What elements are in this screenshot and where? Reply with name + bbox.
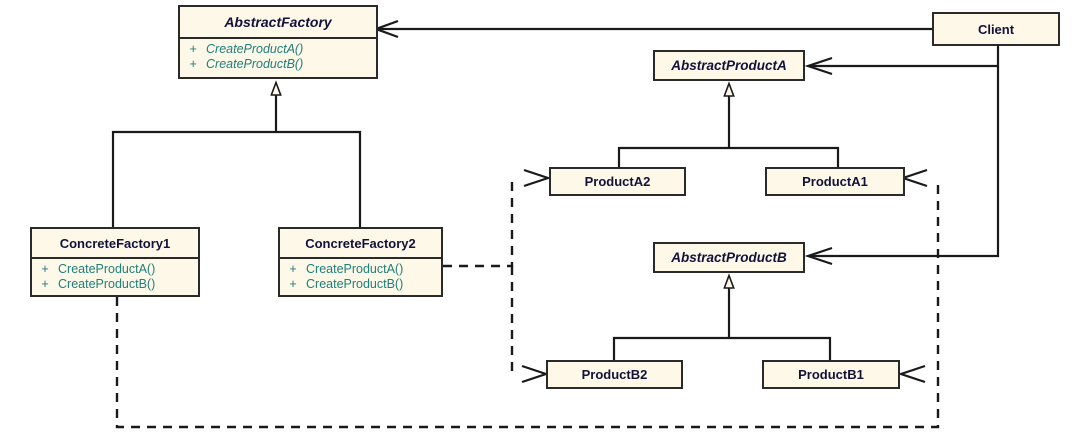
- member-name: CreateProductA(): [306, 262, 404, 276]
- class-abstract-factory[interactable]: AbstractFactory + CreateProductA() + Cre…: [178, 5, 378, 79]
- member-name: CreateProductA(): [206, 42, 304, 56]
- members-abstract-factory: + CreateProductA() + CreateProductB(): [180, 39, 376, 76]
- dependency-concretefactory2-to-products: [443, 178, 514, 374]
- member-name: CreateProductB(): [306, 277, 404, 291]
- class-abstract-product-a[interactable]: AbstractProductA: [653, 50, 805, 81]
- generalization-productb-to-abstractproductb: [612, 288, 832, 360]
- class-title-concrete-factory-2: ConcreteFactory2: [305, 235, 416, 251]
- class-product-a1[interactable]: ProductA1: [765, 167, 905, 196]
- member-row: + CreateProductA(): [280, 262, 441, 277]
- dependency-arrowhead-productb1: [897, 364, 926, 384]
- association-client-to-abstractfactory: [372, 19, 932, 39]
- class-product-a2[interactable]: ProductA2: [549, 167, 686, 196]
- compartment-divider: [32, 257, 198, 259]
- member-name: CreateProductA(): [58, 262, 156, 276]
- members-concrete-factory-2: + CreateProductA() + CreateProductB(): [280, 259, 441, 296]
- association-client-to-abstractproductb: [804, 66, 1000, 266]
- member-visibility: +: [289, 262, 297, 276]
- member-visibility: +: [189, 57, 197, 71]
- dependency-arrowhead-producta1: [899, 168, 928, 188]
- class-abstract-product-b[interactable]: AbstractProductB: [653, 242, 805, 273]
- dependency-concretefactory1-to-products: [115, 178, 940, 429]
- class-title-concrete-factory-1: ConcreteFactory1: [59, 235, 171, 251]
- member-visibility: +: [41, 277, 49, 291]
- member-visibility: +: [41, 262, 49, 276]
- dependency-arrowhead-productb2: [521, 364, 550, 384]
- class-title-abstract-factory: AbstractFactory: [224, 14, 332, 30]
- member-row: + CreateProductB(): [180, 57, 376, 72]
- class-client[interactable]: Client: [932, 12, 1060, 46]
- class-product-b2[interactable]: ProductB2: [546, 360, 683, 389]
- member-row: + CreateProductA(): [180, 42, 376, 57]
- class-concrete-factory-2[interactable]: ConcreteFactory2 + CreateProductA() + Cr…: [278, 227, 443, 297]
- compartment-divider: [180, 37, 376, 39]
- member-visibility: +: [289, 277, 297, 291]
- generalization-concretefactories-to-abstractfactory: [111, 95, 362, 227]
- association-client-to-abstractproducta: [804, 46, 1000, 76]
- members-concrete-factory-1: + CreateProductA() + CreateProductB(): [32, 259, 198, 296]
- member-name: CreateProductB(): [58, 277, 156, 291]
- member-visibility: +: [189, 42, 197, 56]
- generalization-producta-to-abstractproducta: [617, 96, 840, 168]
- class-product-b1[interactable]: ProductB1: [762, 360, 900, 389]
- compartment-divider: [280, 257, 441, 259]
- member-name: CreateProductB(): [206, 57, 304, 71]
- member-row: + CreateProductB(): [32, 277, 198, 292]
- member-row: + CreateProductA(): [32, 262, 198, 277]
- dependency-arrowhead-producta2: [523, 168, 552, 188]
- member-row: + CreateProductB(): [280, 277, 441, 292]
- class-concrete-factory-1[interactable]: ConcreteFactory1 + CreateProductA() + Cr…: [30, 227, 200, 297]
